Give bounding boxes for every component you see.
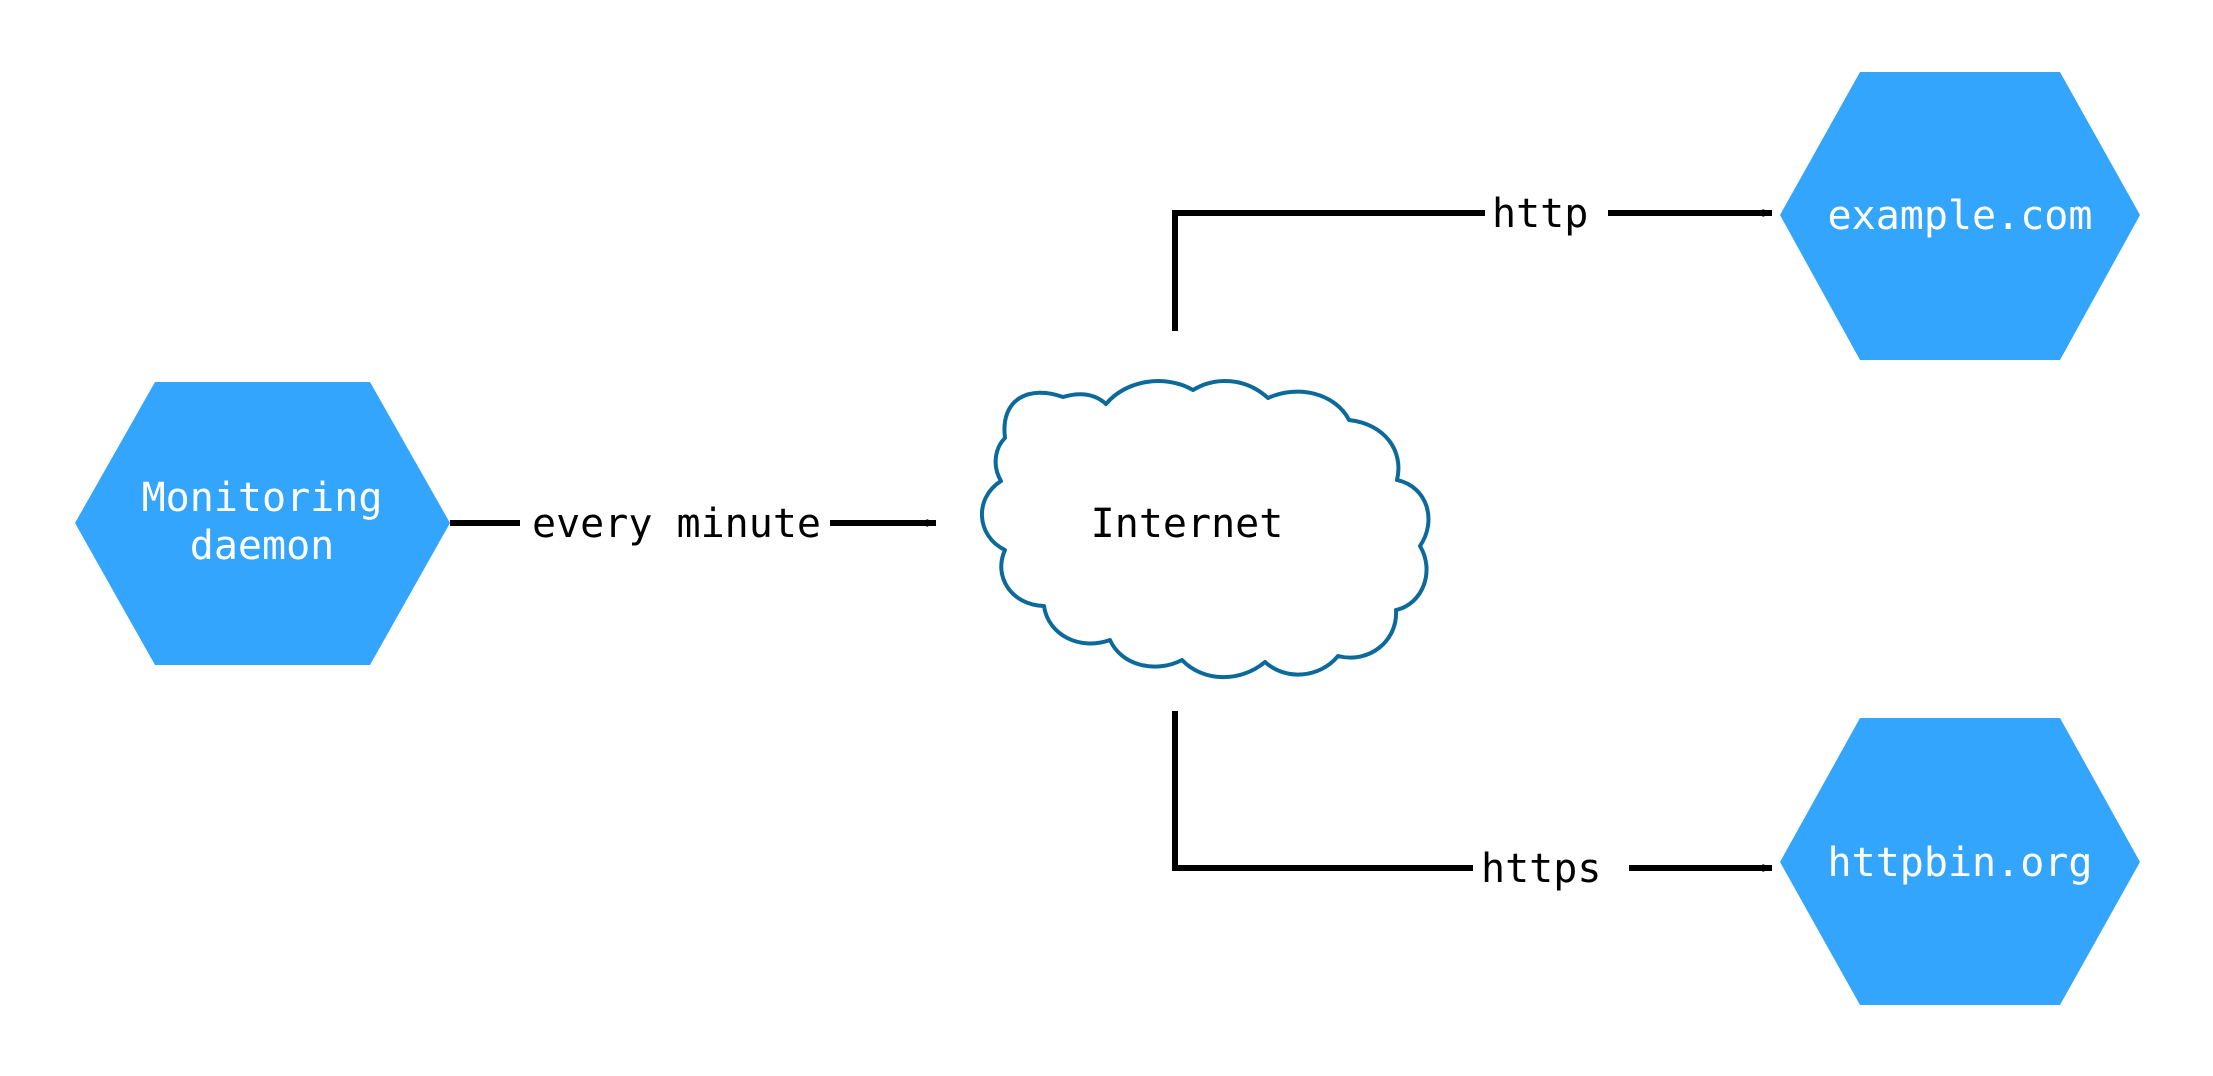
monitoring-daemon-hexagon-shape	[75, 382, 450, 665]
node-monitoring-daemon[interactable]: Monitoring daemon	[75, 382, 450, 665]
edge-daemon-to-internet[interactable]: every minute	[450, 501, 937, 547]
edge-internet-to-httpbin-segment-left	[1172, 711, 1473, 871]
node-internet[interactable]: Internet	[979, 379, 1431, 680]
edge-label-http: http	[1492, 191, 1588, 237]
monitoring-daemon-label-line2: daemon	[190, 523, 335, 569]
node-httpbin-org[interactable]: httpbin.org	[1780, 718, 2140, 1005]
example-com-label: example.com	[1828, 193, 2093, 239]
internet-cloud-shape	[979, 379, 1431, 680]
httpbin-org-label: httpbin.org	[1828, 840, 2093, 886]
node-example-com[interactable]: example.com	[1780, 72, 2140, 360]
edge-label-https: https	[1481, 846, 1601, 892]
example-com-hexagon-shape	[1780, 72, 2140, 360]
edge-internet-to-example-segment-left	[1172, 210, 1485, 331]
monitoring-daemon-label-line1: Monitoring	[142, 475, 383, 521]
edge-internet-to-httpbin[interactable]: https	[1172, 711, 1773, 892]
internet-cloud-label: Internet	[1091, 501, 1284, 547]
edge-internet-to-example[interactable]: http	[1172, 191, 1773, 331]
httpbin-org-hexagon-shape	[1780, 718, 2140, 1005]
edge-label-every-minute: every minute	[532, 501, 821, 547]
